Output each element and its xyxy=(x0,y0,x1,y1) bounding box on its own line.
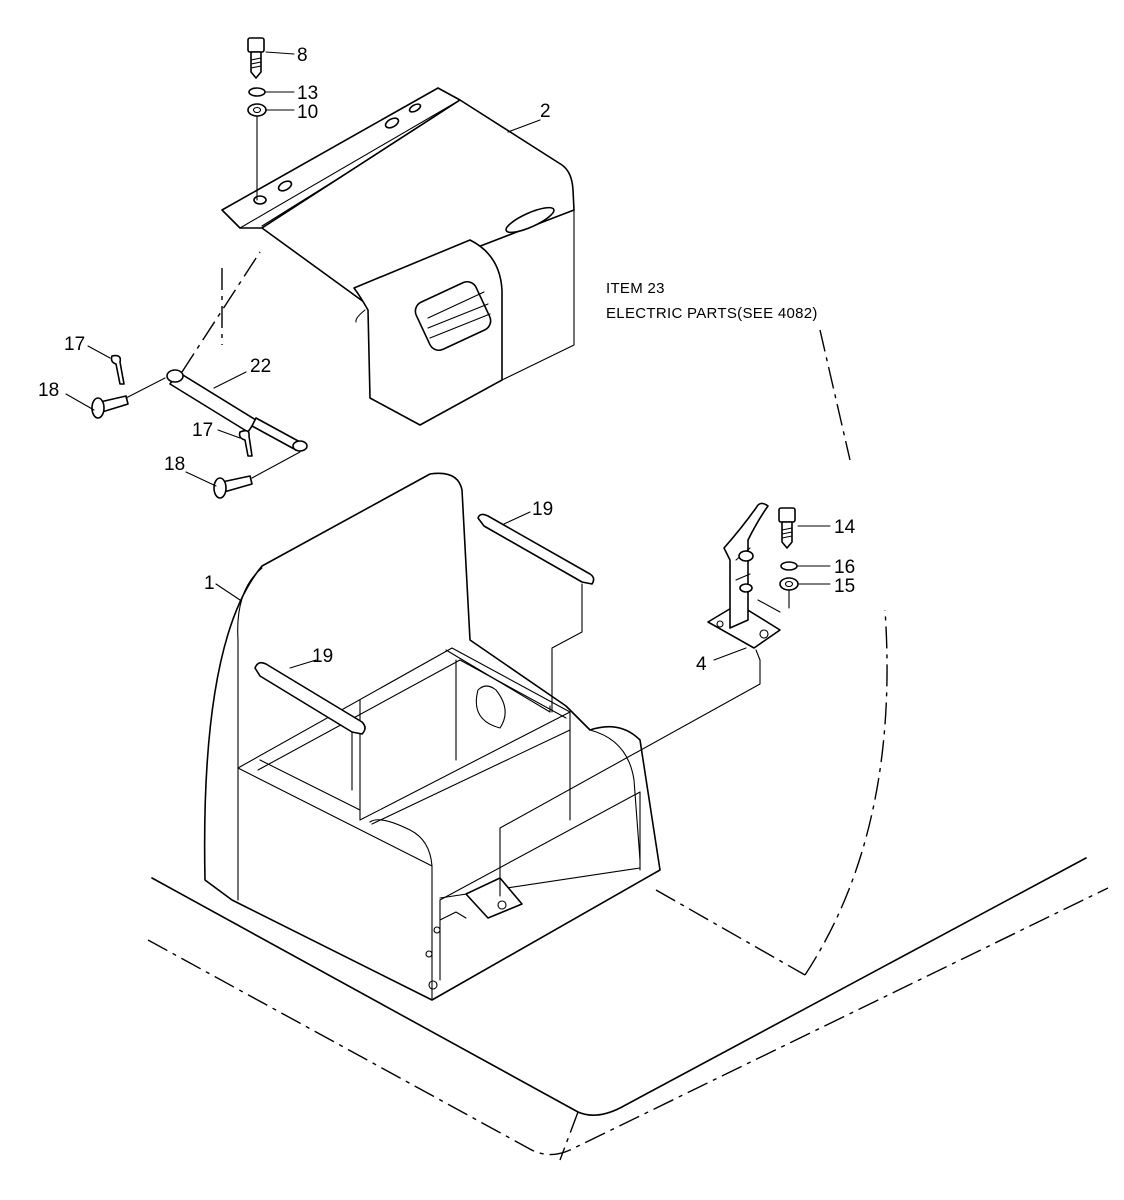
note-electric-parts-line: ELECTRIC PARTS(SEE 4082) xyxy=(606,305,818,322)
lock-washer-part-13 xyxy=(248,87,266,97)
clevis-pin-part-18-lower xyxy=(213,451,301,499)
callout-18-lower: 18 xyxy=(164,454,185,475)
note-item-line: ITEM 23 xyxy=(606,280,665,297)
callout-16: 16 xyxy=(834,557,855,578)
bracket-part-4 xyxy=(499,502,781,897)
callout-14: 14 xyxy=(834,517,856,538)
callout-1: 1 xyxy=(204,573,215,594)
cotter-pin-part-17-upper xyxy=(110,354,125,385)
callout-8: 8 xyxy=(297,45,308,66)
callout-18-upper: 18 xyxy=(38,380,59,401)
callout-15: 15 xyxy=(834,576,855,597)
machine-frame-outline xyxy=(147,251,1109,1161)
callout-19-rear: 19 xyxy=(532,499,553,520)
clevis-pin-part-18-upper xyxy=(91,377,166,419)
callout-17-lower: 17 xyxy=(192,420,213,441)
handle-bar-part-19-front xyxy=(254,661,366,791)
bolt-part-8 xyxy=(247,37,265,79)
callout-13: 13 xyxy=(297,83,318,104)
washer-part-10 xyxy=(247,103,267,117)
handle-bar-part-19-rear xyxy=(477,513,595,713)
seat-base-part-1 xyxy=(203,472,661,1001)
gas-spring-part-22 xyxy=(166,369,308,452)
cotter-pin-part-17-lower xyxy=(238,429,253,457)
callout-4: 4 xyxy=(696,654,707,675)
callout-22: 22 xyxy=(250,356,271,377)
callout-2: 2 xyxy=(540,101,551,122)
callout-19-front: 19 xyxy=(312,646,333,667)
leader-lines xyxy=(65,51,831,669)
seat-cover-part-2 xyxy=(221,87,575,426)
bolt-part-14 xyxy=(778,507,796,549)
callout-10: 10 xyxy=(297,102,318,123)
washer-part-15 xyxy=(779,577,799,591)
lock-washer-part-16 xyxy=(780,561,798,571)
callout-17-upper: 17 xyxy=(64,334,85,355)
